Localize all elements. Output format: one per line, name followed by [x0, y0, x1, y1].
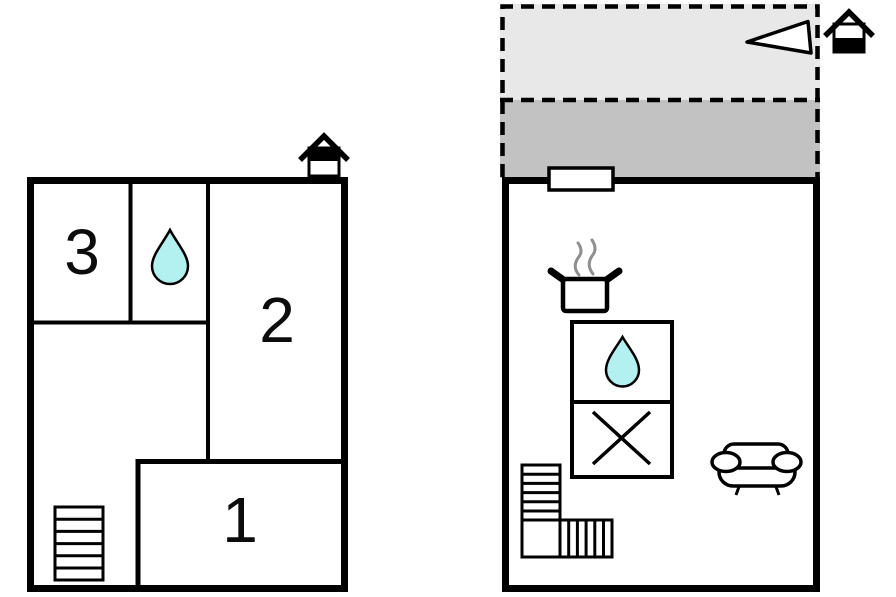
water-drop-icon [604, 334, 641, 388]
cooking-pot-icon [547, 238, 623, 314]
terrace-upper-area [500, 4, 820, 100]
terrace-lower-area [500, 100, 820, 178]
water-drop-icon [150, 227, 190, 286]
shower-box [570, 400, 674, 479]
steam-line [587, 238, 597, 276]
entrance-opening [547, 166, 615, 192]
staircase-icon [520, 463, 614, 559]
north-arrow-icon [745, 19, 813, 55]
terrace-dashed-border [500, 4, 820, 177]
room-label-2: 2 [259, 284, 295, 356]
steam-line [573, 241, 583, 277]
ground-floor-plan [500, 4, 875, 592]
upper-floor-plan: 3 2 1 [27, 132, 350, 592]
room-label-3: 3 [64, 216, 100, 288]
shower-cross-line [591, 410, 652, 466]
room-label-1: 1 [222, 484, 258, 556]
house-level-ground-icon [823, 8, 875, 54]
house-level-upper-icon [298, 132, 350, 178]
water-box [570, 320, 674, 404]
sofa-icon [710, 442, 803, 496]
staircase-icon [53, 505, 105, 582]
